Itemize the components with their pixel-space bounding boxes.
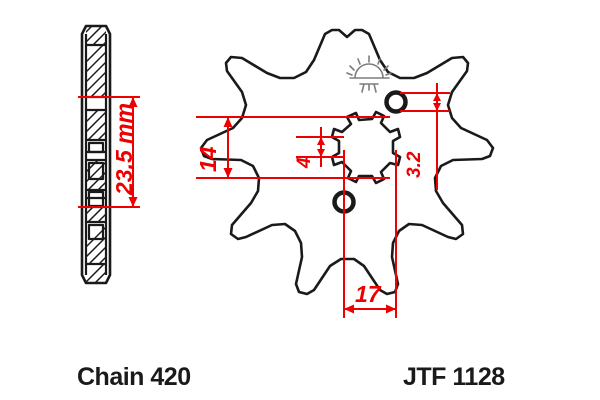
dimension-bolt-spacing-arrow-left <box>344 304 354 314</box>
sprocket-teeth-outline <box>199 28 495 296</box>
side-profile-inner-walls <box>84 34 108 275</box>
dimension-spline-step: 4 <box>294 127 344 169</box>
dimension-hub-bore-arrow-bottom <box>223 168 233 178</box>
dimension-spline-step-arrow-top <box>317 137 325 145</box>
sunrise-logo <box>346 55 392 93</box>
dimension-bolt-spacing: 17 <box>343 150 397 318</box>
dimension-bolt-spacing-extension-lines <box>343 150 397 318</box>
chain-label: Chain 420 <box>77 363 191 391</box>
dimension-hub-bore: 14 <box>195 116 390 179</box>
dimension-spline-step-label: 4 <box>294 157 315 169</box>
dimension-thickness-label: 23.5 mm <box>111 103 137 196</box>
dimension-thickness: 23.5 mm <box>78 96 140 208</box>
dimension-bolt-hole-extension-lines <box>400 92 450 112</box>
dimension-bolt-spacing-label: 17 <box>355 281 382 307</box>
dimension-bolt-hole-arrow-bottom <box>433 103 441 111</box>
dimension-spline-step-arrow-bottom <box>317 149 325 157</box>
bolt-hole-upper <box>384 90 408 114</box>
dimension-bolt-hole-label: 3.2 <box>404 151 425 178</box>
dimension-thickness-arrow-bottom <box>128 197 138 207</box>
dimension-bolt-hole: 3.2 <box>400 83 450 190</box>
splined-hub-outline <box>330 110 402 185</box>
dimension-hub-bore-arrow-top <box>223 117 233 127</box>
dimension-bolt-spacing-arrow-right <box>386 304 396 314</box>
dimension-bolt-hole-arrow-top <box>433 93 441 101</box>
sprocket-face-view <box>199 28 495 296</box>
dimension-thickness-arrow-top <box>128 97 138 107</box>
side-profile-voids <box>87 141 105 241</box>
dimension-hub-bore-label: 14 <box>195 146 221 172</box>
part-number-label: JTF 1128 <box>403 363 505 391</box>
dimension-thickness-extension-lines <box>78 96 140 208</box>
